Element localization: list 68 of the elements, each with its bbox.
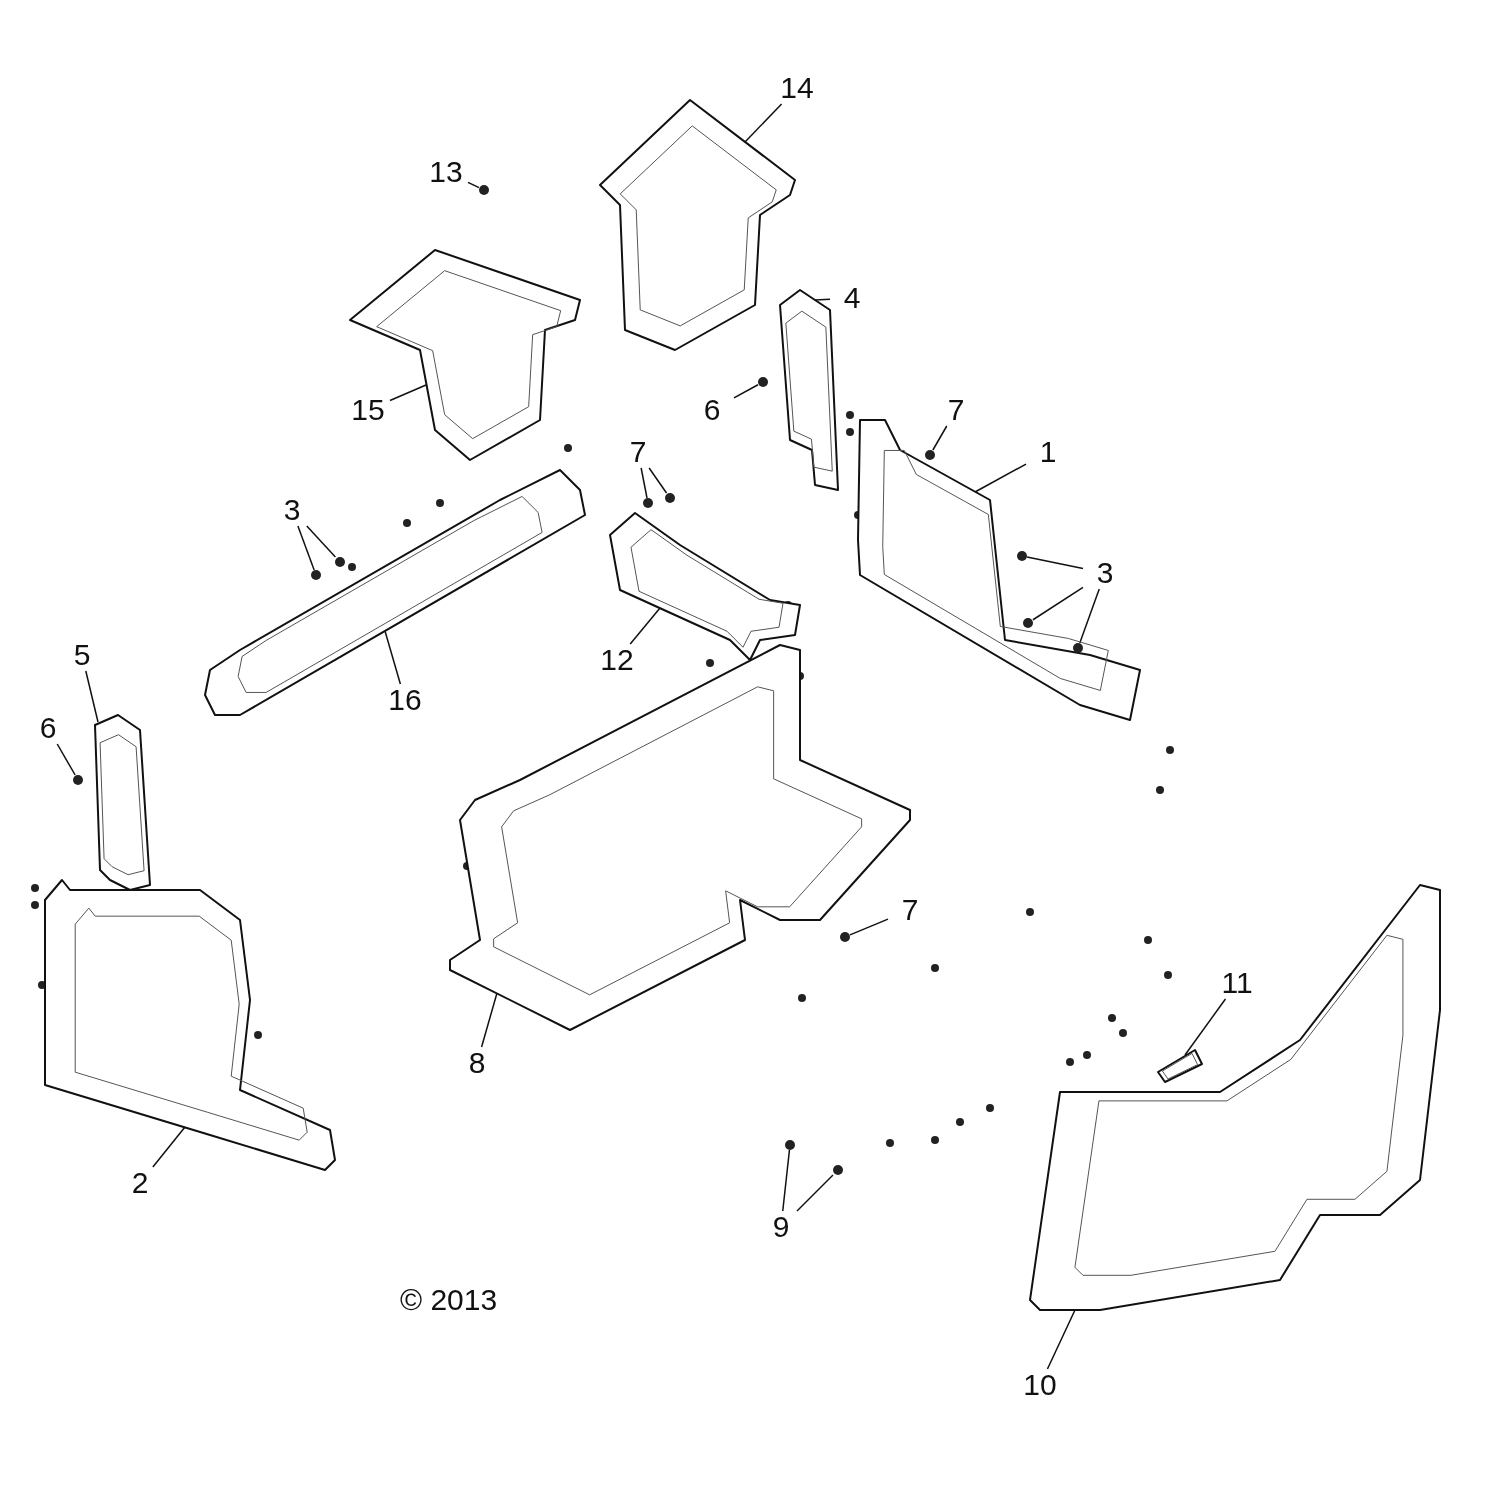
callout-number: 14 xyxy=(775,72,819,104)
storage-bin-drawing xyxy=(600,100,795,350)
leader-line xyxy=(1026,556,1084,570)
leader-line xyxy=(733,384,759,399)
trim-panel-drawing xyxy=(780,290,838,490)
leader-line xyxy=(297,525,315,571)
screw-icon xyxy=(643,498,653,508)
screw-icon xyxy=(665,493,675,503)
screw-icon xyxy=(785,1140,795,1150)
leader-line xyxy=(974,463,1027,493)
leader-line xyxy=(152,1126,186,1168)
leader-line xyxy=(744,103,783,143)
pad-drawing xyxy=(1158,1050,1202,1082)
screw-icon xyxy=(758,377,768,387)
callout-number: 16 xyxy=(383,684,427,716)
leader-line xyxy=(85,670,99,723)
screw-icon xyxy=(1017,551,1027,561)
copyright-note: © 2013 xyxy=(400,1283,498,1317)
leader-line xyxy=(796,1174,834,1212)
callout-number: 11 xyxy=(1215,967,1259,999)
callout-number: 7 xyxy=(616,436,660,468)
screw-icon xyxy=(73,775,83,785)
grommet-icon xyxy=(479,185,489,195)
screw-icon xyxy=(1023,618,1033,628)
leader-line xyxy=(1046,1309,1076,1370)
callout-number: 7 xyxy=(888,894,932,926)
callout-number: 10 xyxy=(1018,1369,1062,1401)
storage-bin-drawing xyxy=(350,250,580,460)
dash-panel-drawing xyxy=(1030,885,1440,1310)
leader-line xyxy=(932,425,948,451)
side-panel-drawing xyxy=(45,880,335,1170)
callout-number: 13 xyxy=(424,156,468,188)
callout-number: 1 xyxy=(1026,436,1070,468)
callout-number: 2 xyxy=(118,1167,162,1199)
leader-line xyxy=(849,918,889,936)
leader-line xyxy=(56,743,76,776)
screw-icon xyxy=(1073,643,1083,653)
screw-icon xyxy=(925,450,935,460)
leader-line xyxy=(467,181,480,189)
rail-panel-drawing xyxy=(205,470,585,715)
screw-icon xyxy=(335,557,345,567)
callout-number: 8 xyxy=(455,1047,499,1079)
callout-number: 3 xyxy=(270,494,314,526)
leader-line xyxy=(306,525,337,558)
callout-number: 4 xyxy=(830,282,874,314)
leader-line xyxy=(1032,586,1084,621)
screw-icon xyxy=(840,932,850,942)
leader-line xyxy=(1079,588,1100,644)
leader-line xyxy=(782,1149,791,1212)
leader-line xyxy=(629,607,661,645)
leader-line xyxy=(1184,998,1227,1056)
callout-number: 6 xyxy=(26,712,70,744)
leader-line xyxy=(648,467,668,494)
side-panel-drawing xyxy=(858,420,1140,720)
leader-line xyxy=(480,992,498,1048)
callout-number: 15 xyxy=(346,394,390,426)
leader-line xyxy=(640,467,648,499)
callout-number: 3 xyxy=(1083,557,1127,589)
callout-number: 12 xyxy=(595,644,639,676)
screw-icon xyxy=(833,1165,843,1175)
leader-line xyxy=(384,630,402,685)
callout-number: 9 xyxy=(759,1211,803,1243)
callout-number: 6 xyxy=(690,394,734,426)
screw-icon xyxy=(311,570,321,580)
callout-number: 7 xyxy=(934,394,978,426)
trim-panel-drawing xyxy=(95,715,150,890)
leader-line xyxy=(389,384,427,402)
callout-number: 5 xyxy=(60,639,104,671)
